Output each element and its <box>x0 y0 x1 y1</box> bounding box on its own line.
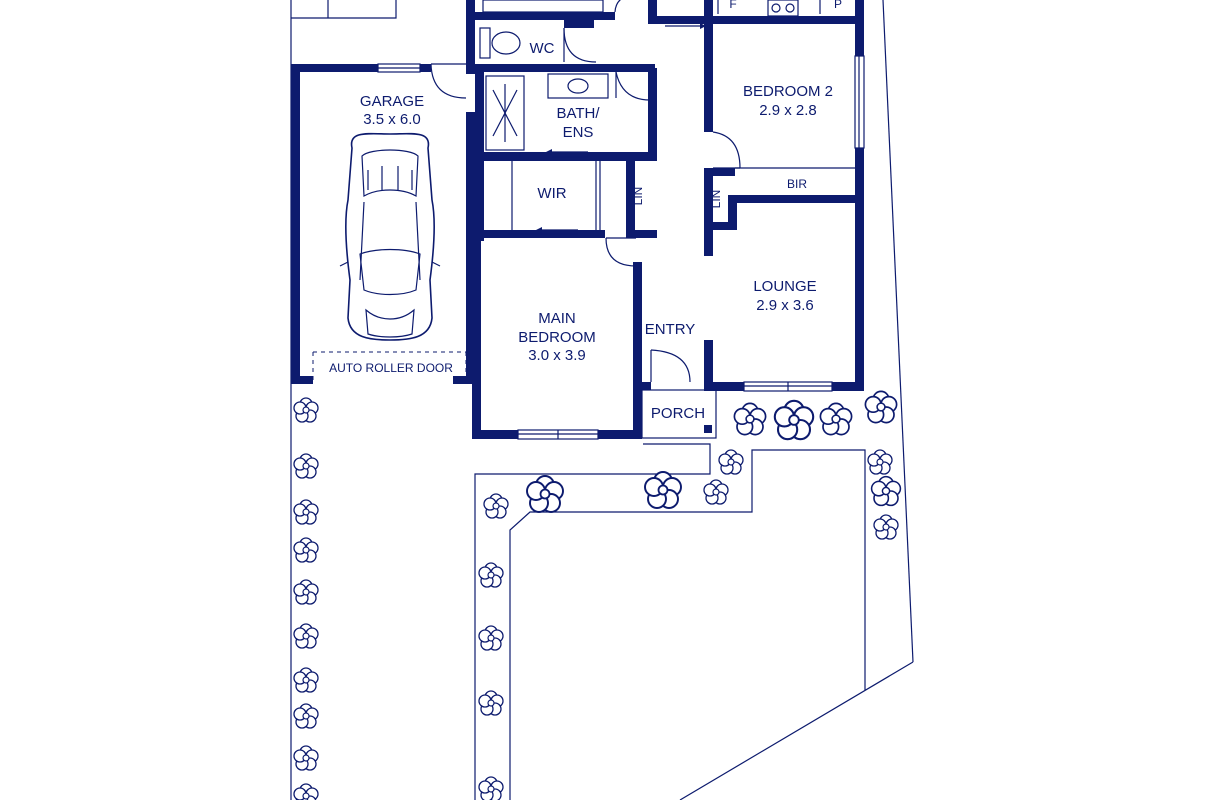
shrub-icon <box>478 776 504 800</box>
sliding-door-arrow-icon <box>519 149 588 158</box>
shrub-icon <box>293 667 319 693</box>
entry-label: ENTRY <box>645 321 696 338</box>
main-bedroom: MAIN BEDROOM 3.0 x 3.9 <box>472 237 642 440</box>
garage-title: GARAGE <box>360 93 424 110</box>
shrub-icon <box>478 562 504 588</box>
cooktop-icon <box>767 0 799 17</box>
lin-label-2: LIN <box>709 190 723 209</box>
wc-label: WC <box>530 40 555 57</box>
bedroom-2: BEDROOM 2 2.9 x 2.8 BIR <box>735 24 865 390</box>
shrub-icon <box>526 475 564 513</box>
pantry-label: P <box>834 0 842 11</box>
main-bedroom-label-1: MAIN <box>538 310 576 327</box>
shrub-icon <box>870 475 902 507</box>
fridge-label: F <box>729 0 736 11</box>
shrub-icon <box>293 783 319 800</box>
shrub-icon <box>293 623 319 649</box>
main-bedroom-size: 3.0 x 3.9 <box>528 347 586 364</box>
bedroom-2-title: BEDROOM 2 <box>743 83 833 100</box>
garage-size: 3.5 x 6.0 <box>363 111 421 128</box>
shrub-icon <box>293 453 319 479</box>
shrub-icon <box>773 399 815 441</box>
bath-label-2: ENS <box>563 124 594 141</box>
garage: GARAGE 3.5 x 6.0 AUTO ROLLER DOOR <box>291 63 475 384</box>
bath-label-1: BATH/ <box>556 105 600 122</box>
porch: PORCH <box>641 349 717 439</box>
bedroom-2-size: 2.9 x 2.8 <box>759 102 817 119</box>
shrub-icon <box>873 514 899 540</box>
car-icon <box>339 132 441 341</box>
bath-ensuite: BATH/ ENS <box>475 68 657 161</box>
shrub-icon <box>718 449 744 475</box>
sliding-door-arrow-icon <box>508 227 578 235</box>
shrub-icon <box>478 625 504 651</box>
shrub-group <box>293 390 902 800</box>
shrub-icon <box>644 471 682 509</box>
porch-label: PORCH <box>651 405 705 422</box>
bir-label: BIR <box>787 177 807 191</box>
shrub-icon <box>733 402 767 436</box>
shrub-icon <box>293 703 319 729</box>
lounge-title: LOUNGE <box>753 278 816 295</box>
shrub-icon <box>819 402 853 436</box>
wir-label: WIR <box>537 185 566 202</box>
shrub-icon <box>293 745 319 771</box>
sliding-door-arrow-icon <box>665 17 706 29</box>
site-boundary <box>290 0 914 800</box>
shrub-icon <box>293 579 319 605</box>
lounge: LOUNGE 2.9 x 3.6 <box>704 278 864 392</box>
shower-icon <box>485 75 525 151</box>
shrub-icon <box>867 449 893 475</box>
toilet-icon <box>479 27 521 59</box>
basin-icon <box>547 73 609 99</box>
shrub-icon <box>478 690 504 716</box>
lin-label-1: LIN <box>631 187 645 206</box>
roller-door-label: AUTO ROLLER DOOR <box>329 361 453 375</box>
walk-in-robe: WIR LIN <box>475 161 657 241</box>
hallway: LIN ENTRY <box>645 24 855 338</box>
shrub-icon <box>483 493 509 519</box>
main-bedroom-label-2: BEDROOM <box>518 329 596 346</box>
shrub-icon <box>293 537 319 563</box>
wc-area: WC F P <box>466 0 864 72</box>
shrub-icon <box>293 397 319 423</box>
shrub-icon <box>293 499 319 525</box>
shrub-icon <box>864 390 898 424</box>
shrub-icon <box>703 479 729 505</box>
lounge-size: 2.9 x 3.6 <box>756 297 814 314</box>
